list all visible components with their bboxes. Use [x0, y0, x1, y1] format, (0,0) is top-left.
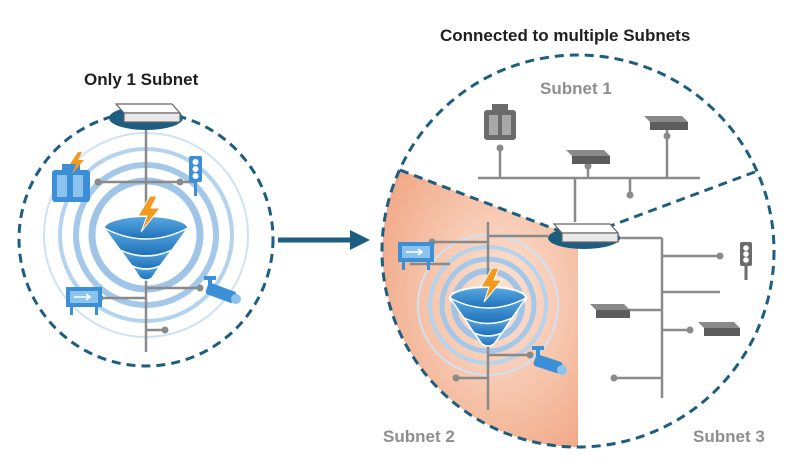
subnet1-nodes: [496, 132, 671, 199]
subnet1-divider-left: [399, 168, 579, 240]
sign-board-icon: [66, 287, 102, 315]
left-subnet-boundary: [17, 110, 275, 368]
subnet3-network-lines: [608, 236, 720, 398]
lightning-bolt-icon: [480, 267, 504, 303]
camera-icon: [532, 346, 567, 375]
storm-funnel-icon: [103, 215, 189, 281]
transition-arrow: [278, 230, 370, 250]
router-icon: [109, 103, 183, 130]
subnet1-network-lines: [478, 130, 700, 222]
switch-icon: [590, 304, 630, 318]
sign-board-icon: [398, 242, 434, 270]
switch-icon: [566, 150, 610, 164]
lightning-bolt-icon: [70, 152, 84, 174]
left-title: Only 1 Subnet: [84, 70, 199, 89]
traffic-light-icon: [189, 156, 202, 196]
subnet2-label: Subnet 2: [383, 427, 455, 446]
server-icon: [52, 164, 90, 202]
camera-icon: [204, 276, 241, 304]
right-title: Connected to multiple Subnets: [440, 26, 691, 45]
router-icon: [548, 223, 620, 249]
subnet1-label: Subnet 1: [540, 79, 612, 98]
right-subnet-boundary: [380, 53, 776, 449]
switch-icon: [644, 116, 688, 130]
switch-icon: [698, 322, 740, 336]
left-network: [17, 103, 275, 368]
subnet3-label: Subnet 3: [693, 427, 765, 446]
storm-funnel-icon: [449, 286, 527, 347]
traffic-light-icon: [740, 242, 752, 280]
right-network: [380, 53, 776, 449]
server-icon: [484, 104, 516, 140]
lightning-bolt-icon: [137, 195, 162, 233]
